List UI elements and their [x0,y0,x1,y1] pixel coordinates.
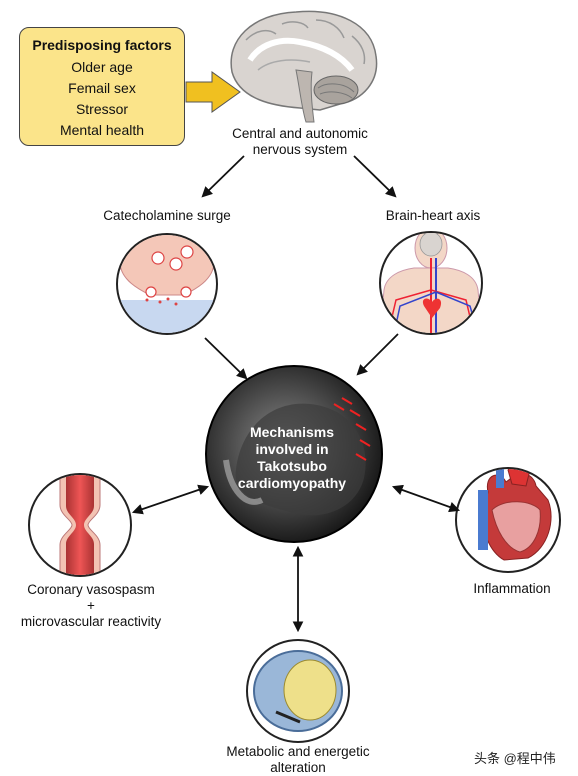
arrow-catecholamine-to-center [204,337,248,380]
yellow-arrow-icon [185,71,241,113]
cell-icon [246,639,350,743]
catecholamine-label: Catecholamine surge [103,208,231,223]
coronary-label: Coronary vasospasm + microvascular react… [20,582,162,629]
factor-item: Older age [71,59,133,75]
brain-icon [230,10,378,123]
brain-label: Central and autonomic nervous system [232,126,368,157]
factor-item: Femail sex [68,80,136,96]
arrow-brain-heart-to-center [356,333,399,376]
factor-item: Stressor [75,101,129,117]
heart-icon [455,467,561,573]
metabolic-label: Metabolic and energetic alteration [226,744,370,775]
factors-title: Predisposing factors [32,37,172,53]
coronary-vessel-icon [28,473,132,577]
predisposing-factors-box: Predisposing factors Older age Femail se… [19,27,185,146]
watermark: 头条 @程中伟 [474,751,556,766]
synapse-icon [116,233,218,335]
inflammation-label: Inflammation [473,581,551,596]
arrow-to-catecholamine [201,155,245,198]
arrow-to-brain-heart [353,155,397,198]
brain-heart-label: Brain-heart axis [385,208,481,223]
center-title: Mechanisms involved in Takotsubo cardiom… [237,424,347,491]
body-axis-icon [379,231,483,335]
arrow-coronary-center [131,484,210,515]
mri-heart-icon [205,365,383,543]
arrow-center-inflammation [391,484,461,513]
factor-item: Mental health [59,122,145,138]
